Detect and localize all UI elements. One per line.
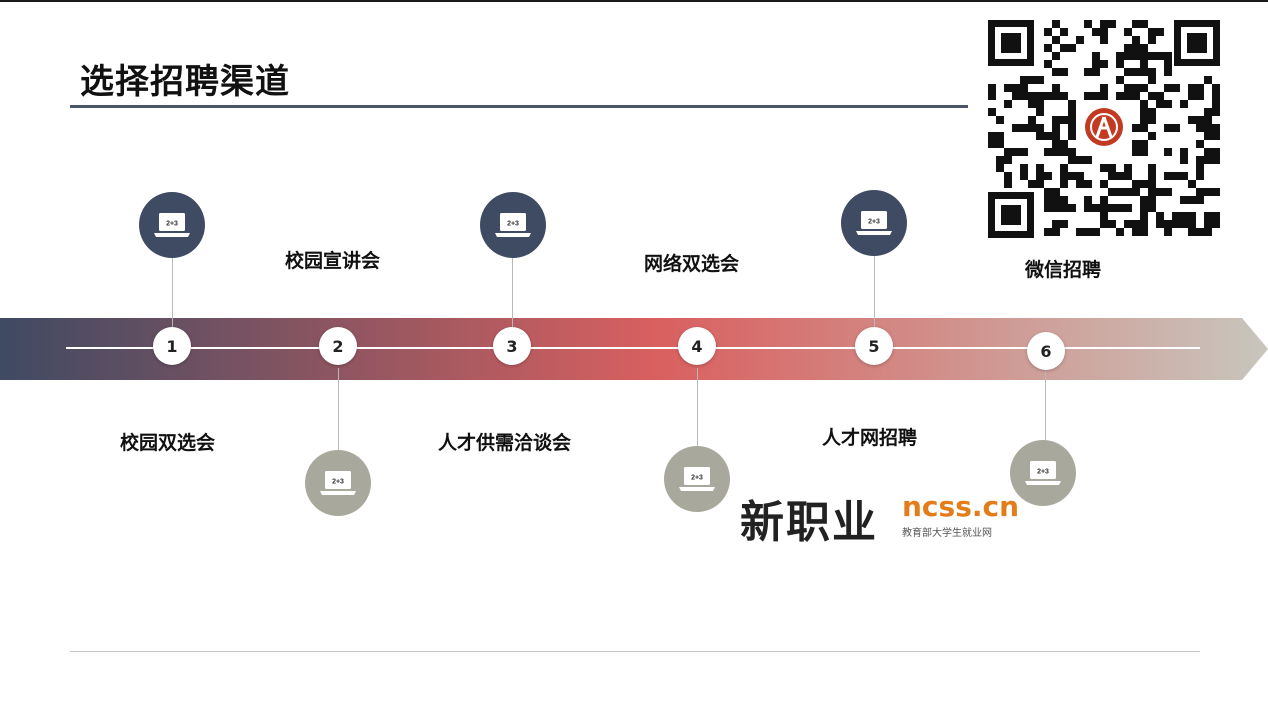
laptop-icon: 2+3 <box>495 213 531 237</box>
stem-4 <box>697 368 698 448</box>
channel-6-icon: 2+3 <box>1010 440 1076 506</box>
svg-text:2+3: 2+3 <box>507 221 519 228</box>
channel-2-node: 2 <box>319 327 357 365</box>
ncss-logo: 新职业 ncss.cn 教育部大学生就业网 <box>740 478 1019 554</box>
svg-text:2+3: 2+3 <box>1037 469 1049 476</box>
stem-6 <box>1045 370 1046 442</box>
brand-name: 新职业 <box>740 497 878 548</box>
channel-1-icon: 2+3 <box>139 192 205 258</box>
channel-4-node: 4 <box>678 327 716 365</box>
laptop-icon: 2+3 <box>679 467 715 491</box>
laptop-icon: 2+3 <box>856 211 892 235</box>
brand-domain: ncss.cn <box>902 490 1020 523</box>
bottom-divider <box>70 651 1200 652</box>
laptop-icon: 2+3 <box>154 213 190 237</box>
qr-logo-icon <box>1081 104 1127 150</box>
laptop-icon: 2+3 <box>320 471 356 495</box>
brand-subtitle: 教育部大学生就业网 <box>902 528 992 539</box>
svg-text:2+3: 2+3 <box>691 475 703 482</box>
stem-3 <box>512 254 513 330</box>
stem-1 <box>172 254 173 330</box>
channel-2-icon: 2+3 <box>305 450 371 516</box>
channel-3-node: 3 <box>493 327 531 365</box>
channel-4-label: 网络双选会 <box>644 253 740 275</box>
channel-6-label: 微信招聘 <box>1025 259 1102 281</box>
channel-5-icon: 2+3 <box>841 190 907 256</box>
channel-1-label: 校园双选会 <box>120 432 216 454</box>
svg-text:2+3: 2+3 <box>332 479 344 486</box>
svg-text:2+3: 2+3 <box>166 221 178 228</box>
channel-5-label: 人才网招聘 <box>822 427 918 449</box>
stem-5 <box>874 254 875 330</box>
top-border <box>0 0 1268 2</box>
channel-1-node: 1 <box>153 327 191 365</box>
timeline-axis <box>66 347 1200 349</box>
stem-2 <box>338 368 339 450</box>
timeline-band <box>0 318 1268 380</box>
laptop-icon: 2+3 <box>1025 461 1061 485</box>
channel-3-label: 人才供需洽谈会 <box>438 432 572 454</box>
channel-6-node: 6 <box>1027 332 1065 370</box>
svg-text:2+3: 2+3 <box>868 219 880 226</box>
channel-3-icon: 2+3 <box>480 192 546 258</box>
qr-code <box>986 18 1222 240</box>
channel-5-node: 5 <box>855 327 893 365</box>
channel-2-label: 校园宣讲会 <box>285 250 381 272</box>
page-title: 选择招聘渠道 <box>80 62 290 102</box>
channel-4-icon: 2+3 <box>664 446 730 512</box>
title-underline <box>70 105 968 108</box>
